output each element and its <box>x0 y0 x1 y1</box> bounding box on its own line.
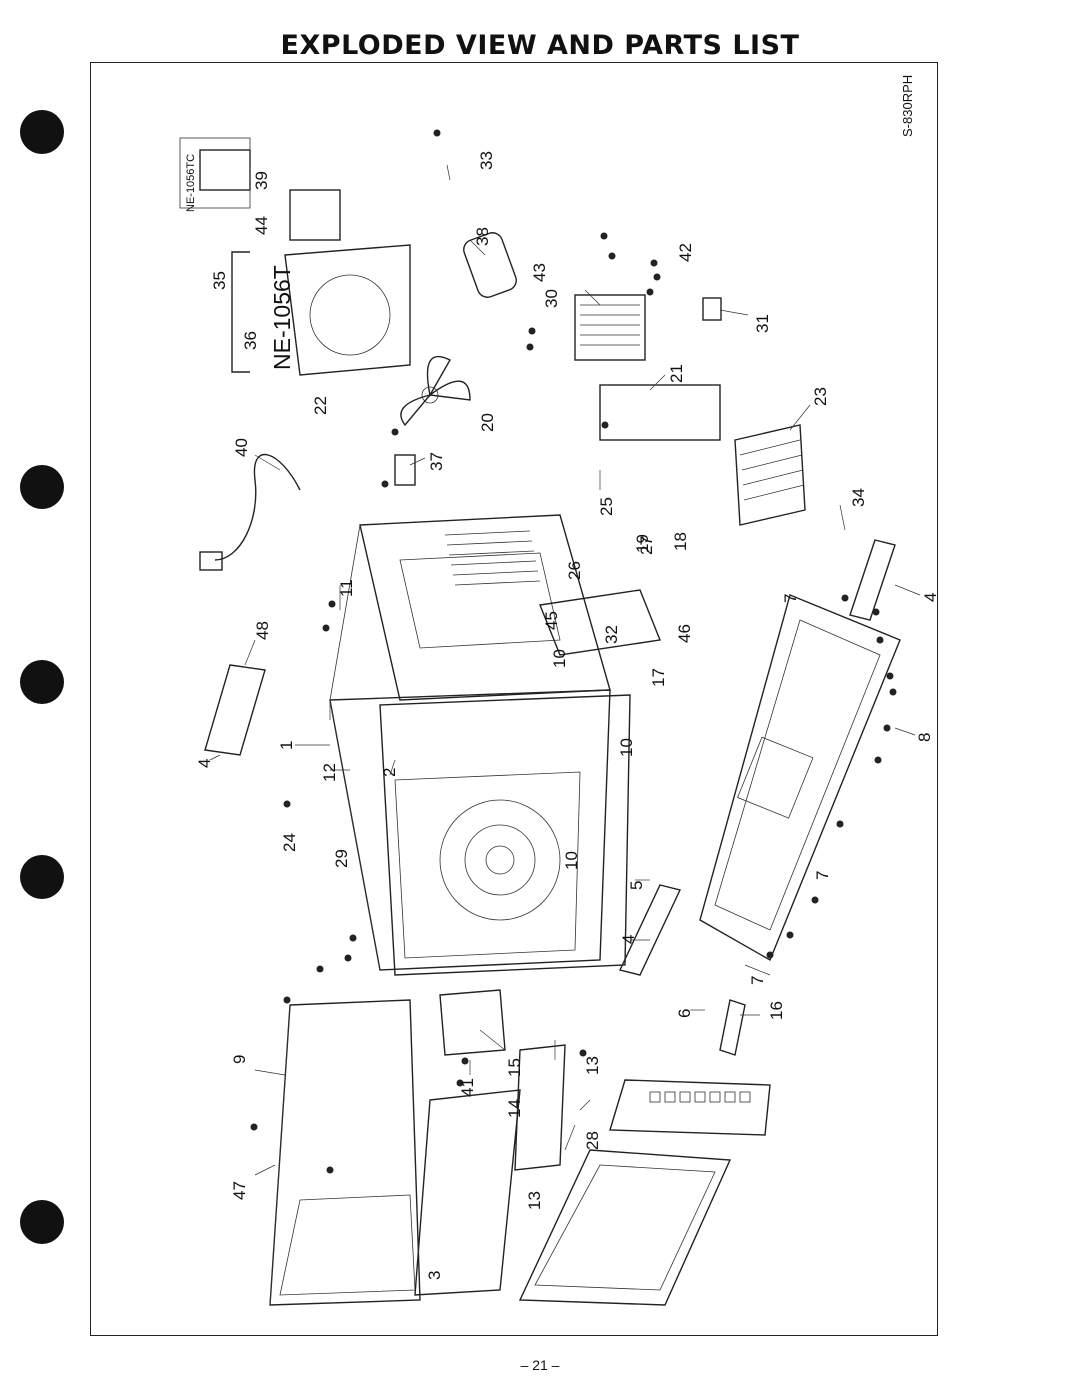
part-label: 8 <box>915 733 934 742</box>
binder-hole-2 <box>20 465 64 509</box>
part-label: 23 <box>811 387 830 406</box>
power-cord <box>214 453 301 561</box>
part-label: 46 <box>675 624 694 643</box>
part-labels: 1 2 3 4 4 4 5 6 7 7 7 8 9 10 10 10 11 12… <box>185 75 940 1280</box>
part-label: 31 <box>753 314 772 333</box>
part-label: 12 <box>320 763 339 782</box>
part-label: 11 <box>337 579 356 597</box>
part-label: 3 <box>425 1271 444 1280</box>
plug-icon <box>199 551 223 571</box>
part-label: 40 <box>232 438 251 457</box>
capacitor-part <box>463 232 517 298</box>
part-label: 13 <box>583 1056 602 1075</box>
part-label: 20 <box>478 413 497 432</box>
part-label: 47 <box>230 1181 249 1200</box>
part-label: 35 <box>210 271 229 290</box>
part-21 <box>599 384 721 441</box>
part-label: 13 <box>525 1191 544 1210</box>
part-label: 10 <box>617 738 636 757</box>
part-label: 36 <box>241 331 260 350</box>
part-label: 10 <box>562 851 581 870</box>
part-label: 37 <box>427 452 446 471</box>
part-label: 29 <box>332 849 351 868</box>
part-label: 7 <box>781 594 800 603</box>
part-37 <box>394 454 416 486</box>
oven-cabinet <box>329 514 611 971</box>
part-label: 39 <box>252 171 271 190</box>
binder-hole-5 <box>20 1200 64 1244</box>
part-label: 27 <box>637 536 656 555</box>
part-label: 5 <box>627 881 646 890</box>
control-panel <box>609 1079 771 1136</box>
fan-motor-housing <box>284 244 411 376</box>
part-label: 25 <box>597 497 616 516</box>
part-label: 41 <box>458 1078 477 1097</box>
model-label-main: NE-1056T <box>269 265 295 370</box>
part-4-strip-b <box>619 884 681 976</box>
part-label: 7 <box>748 976 767 985</box>
part-label: 43 <box>530 263 549 282</box>
model-label-alt: NE-1056TC <box>185 154 197 212</box>
door-assembly <box>518 1149 732 1306</box>
part-label: 44 <box>252 216 271 235</box>
part-label: 2 <box>380 768 399 777</box>
part-17 <box>539 589 661 656</box>
part-label: 33 <box>477 151 496 170</box>
magnetron-part <box>574 294 646 361</box>
part-44 <box>289 189 341 241</box>
part-label: 48 <box>253 621 272 640</box>
binder-hole-1 <box>20 110 64 154</box>
part-label: 32 <box>602 625 621 644</box>
part-label: 38 <box>473 227 492 246</box>
outer-case <box>269 999 421 1306</box>
part-label: 26 <box>565 561 584 580</box>
part-label: 24 <box>280 833 299 852</box>
part-16 <box>719 999 746 1056</box>
part-label: 42 <box>676 243 695 262</box>
part-label: 4 <box>619 935 638 944</box>
part-39 <box>199 149 251 191</box>
part-label: 21 <box>667 364 686 383</box>
part-label: 45 <box>542 611 561 630</box>
part-label: 16 <box>767 1001 786 1020</box>
part-15 <box>439 989 506 1056</box>
part-label: 15 <box>505 1058 524 1077</box>
ne1056t-bracket <box>231 251 250 373</box>
part-label: 18 <box>671 532 690 551</box>
part-48 <box>204 664 266 756</box>
fan-blade <box>400 355 471 427</box>
part-label: 34 <box>849 488 868 507</box>
part-label: 7 <box>813 871 832 880</box>
part-label: 22 <box>311 396 330 415</box>
binder-hole-3 <box>20 660 64 704</box>
part-label: 28 <box>583 1131 602 1150</box>
page-title: EXPLODED VIEW AND PARTS LIST <box>280 30 800 61</box>
screw-icons <box>250 129 897 1174</box>
part-label: 14 <box>505 1099 524 1118</box>
part-14 <box>514 1044 566 1171</box>
part-label: 19 <box>633 534 652 553</box>
base-plate <box>699 594 901 962</box>
part-label: 6 <box>675 1009 694 1018</box>
part-31 <box>702 297 722 321</box>
part-label: 10 <box>550 649 569 668</box>
ne1056tc-box <box>179 137 251 209</box>
part-label: 4 <box>195 759 214 768</box>
part-label: 9 <box>230 1055 249 1064</box>
model-code: S-830RPH <box>900 75 915 137</box>
transformer-part <box>734 424 806 526</box>
part-4-strip-a <box>849 539 896 621</box>
part-label: 17 <box>649 668 668 687</box>
diagram-frame <box>90 62 938 1336</box>
leader-lines <box>209 164 921 1176</box>
part-label: 4 <box>921 593 940 602</box>
tray-part <box>414 1089 521 1296</box>
binder-hole-4 <box>20 855 64 899</box>
page-number: – 21 – <box>520 1357 560 1373</box>
oven-front-frame <box>379 694 631 976</box>
part-label: 1 <box>277 741 296 750</box>
part-label: 30 <box>542 289 561 308</box>
